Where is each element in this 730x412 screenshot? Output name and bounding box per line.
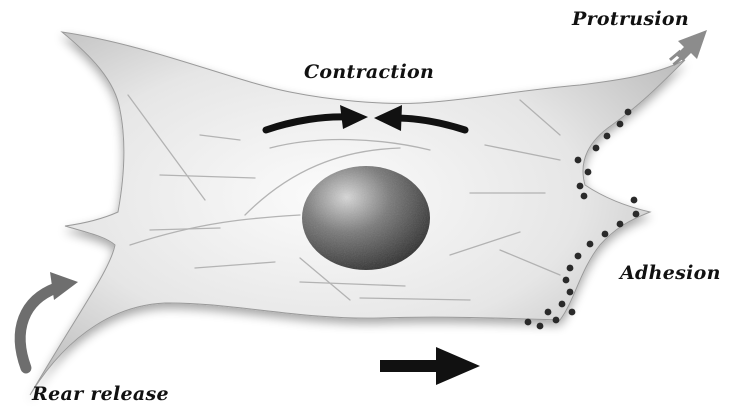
rear-release-arrow [20, 272, 78, 368]
rear-release-label: Rear release [32, 383, 169, 405]
protrusion-arrow [669, 30, 707, 66]
protrusion-label: Protrusion [572, 8, 689, 30]
adhesion-label: Adhesion [620, 262, 721, 284]
movement-direction-arrow [380, 347, 480, 385]
contraction-label: Contraction [304, 61, 434, 83]
